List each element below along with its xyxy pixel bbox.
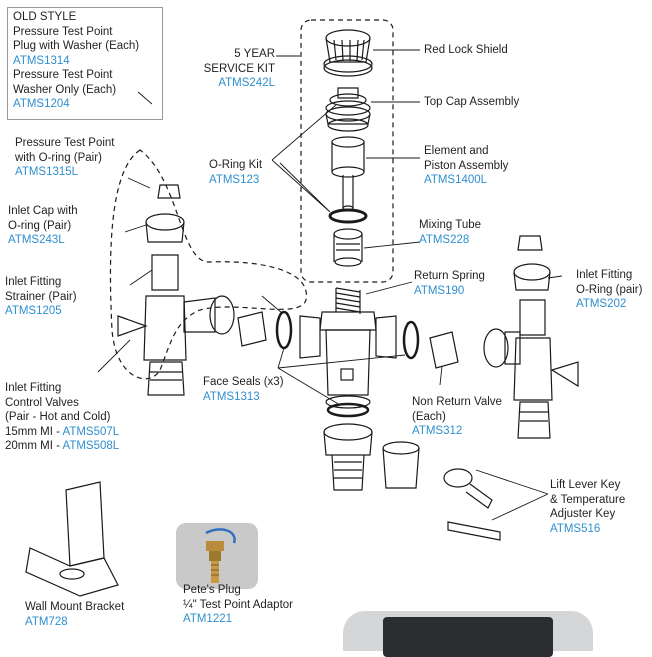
- old-style-line: Pressure Test Point: [13, 25, 139, 40]
- petes-plug-photo: [176, 523, 258, 589]
- return-spring-part: [336, 288, 360, 314]
- size-text: 20mm MI -: [5, 440, 63, 452]
- inlet-oring-label: Inlet Fitting O-Ring (pair) ATMS202: [576, 268, 642, 312]
- part-code: ATM1221: [183, 612, 293, 627]
- label-line: Return Spring: [414, 269, 485, 284]
- label-line: & Temperature: [550, 493, 625, 508]
- label-line: Piston Assembly: [424, 159, 508, 174]
- service-kit-dashed-box: [301, 20, 393, 282]
- leader-lines: [98, 50, 562, 520]
- wall-bracket-part: [26, 482, 118, 596]
- element-label: Element and Piston Assembly ATMS1400L: [424, 144, 508, 188]
- part-code: ATMS1400L: [424, 173, 508, 188]
- label-line: Mixing Tube: [419, 218, 481, 233]
- part-code: ATMS312: [412, 424, 502, 439]
- label-line: O-Ring (pair): [576, 283, 642, 298]
- element-piston-part: [332, 137, 364, 210]
- wall-bracket-label: Wall Mount Bracket ATM728: [25, 600, 124, 629]
- size-text: 15mm MI -: [5, 426, 63, 438]
- part-code: ATMS228: [419, 233, 481, 248]
- label-line: Control Valves: [5, 396, 119, 411]
- tail-piece-part: [383, 442, 419, 488]
- part-code: ATMS1205: [5, 304, 77, 319]
- label-line: ¼" Test Point Adaptor: [183, 598, 293, 613]
- test-point-oring-label: Pressure Test Point with O-ring (Pair) A…: [15, 136, 115, 180]
- old-style-line: Pressure Test Point: [13, 68, 139, 83]
- lift-lever-key-part: [444, 469, 500, 540]
- label-line: Red Lock Shield: [424, 43, 508, 58]
- o-ring-part: [330, 210, 366, 222]
- product-photo-cropped: [343, 611, 593, 651]
- oring-kit-label: O-Ring Kit ATMS123: [209, 158, 262, 187]
- label-line: 15mm MI - ATMS507L: [5, 425, 119, 440]
- bottom-union-part: [324, 424, 372, 490]
- mixing-tube-label: Mixing Tube ATMS228: [419, 218, 481, 247]
- product-photo-dark-area: [383, 617, 553, 657]
- label-line: Adjuster Key: [550, 507, 625, 522]
- label-line: Inlet Fitting: [5, 275, 77, 290]
- label-line: Element and: [424, 144, 508, 159]
- face-seal-center: [328, 404, 368, 416]
- face-seal-right: [404, 322, 418, 358]
- inlet-cap-label: Inlet Cap with O-ring (Pair) ATMS243L: [8, 204, 78, 248]
- mixing-tube-part: [334, 229, 362, 266]
- part-code: ATMS123: [209, 173, 262, 188]
- valve-body-part: [300, 312, 396, 408]
- old-style-line: Washer Only (Each): [13, 83, 139, 98]
- label-line: Face Seals (x3): [203, 375, 284, 390]
- label-line: with O-ring (Pair): [15, 151, 115, 166]
- red-lock-shield-label: Red Lock Shield: [424, 43, 508, 58]
- label-line: (Each): [412, 410, 502, 425]
- part-code: ATMS1204: [13, 97, 139, 112]
- part-code: ATMS1313: [203, 390, 284, 405]
- label-line: Pressure Test Point: [15, 136, 115, 151]
- petes-plug-label: Pete's Plug ¼" Test Point Adaptor ATM122…: [183, 583, 293, 627]
- part-code: ATMS1314: [13, 54, 139, 69]
- part-code: ATMS190: [414, 284, 485, 299]
- service-kit-label: 5 YEAR SERVICE KIT ATMS242L: [178, 47, 275, 91]
- part-code: ATMS507L: [63, 426, 120, 438]
- label-line: Lift Lever Key: [550, 478, 625, 493]
- part-code: ATMS1315L: [15, 165, 115, 180]
- label-line: 20mm MI - ATMS508L: [5, 439, 119, 454]
- label-line: Non Return Valve: [412, 395, 502, 410]
- part-code: ATMS516: [550, 522, 625, 537]
- left-non-return-part: [238, 312, 266, 346]
- petes-plug-image: [176, 523, 258, 589]
- old-style-title: OLD STYLE: [13, 10, 139, 25]
- top-cap-label: Top Cap Assembly: [424, 95, 519, 110]
- right-non-return-part: [430, 332, 458, 368]
- label-line: O-ring (Pair): [8, 219, 78, 234]
- control-valves-label: Inlet Fitting Control Valves (Pair - Hot…: [5, 381, 119, 454]
- old-style-line: Plug with Washer (Each): [13, 39, 139, 54]
- face-seal-left: [277, 312, 291, 348]
- strainer-label: Inlet Fitting Strainer (Pair) ATMS1205: [5, 275, 77, 319]
- red-lock-shield-part: [324, 30, 372, 76]
- label-line: Top Cap Assembly: [424, 95, 519, 110]
- lift-lever-label: Lift Lever Key & Temperature Adjuster Ke…: [550, 478, 625, 536]
- label-line: Inlet Fitting: [5, 381, 119, 396]
- label-line: 5 YEAR: [178, 47, 275, 62]
- label-line: O-Ring Kit: [209, 158, 262, 173]
- label-line: Wall Mount Bracket: [25, 600, 124, 615]
- return-spring-label: Return Spring ATMS190: [414, 269, 485, 298]
- part-code: ATMS242L: [178, 76, 275, 91]
- label-line: Strainer (Pair): [5, 290, 77, 305]
- label-line: Pete's Plug: [183, 583, 293, 598]
- old-style-label: OLD STYLE Pressure Test Point Plug with …: [13, 10, 139, 112]
- left-inlet-valve-part: [118, 185, 234, 395]
- part-code: ATMS508L: [63, 440, 120, 452]
- label-line: Inlet Cap with: [8, 204, 78, 219]
- label-line: Inlet Fitting: [576, 268, 642, 283]
- non-return-label: Non Return Valve (Each) ATMS312: [412, 395, 502, 439]
- part-code: ATMS202: [576, 297, 642, 312]
- label-line: (Pair - Hot and Cold): [5, 410, 119, 425]
- face-seals-label: Face Seals (x3) ATMS1313: [203, 375, 284, 404]
- top-cap-assembly-part: [326, 88, 370, 131]
- label-line: SERVICE KIT: [178, 62, 275, 77]
- part-code: ATMS243L: [8, 233, 78, 248]
